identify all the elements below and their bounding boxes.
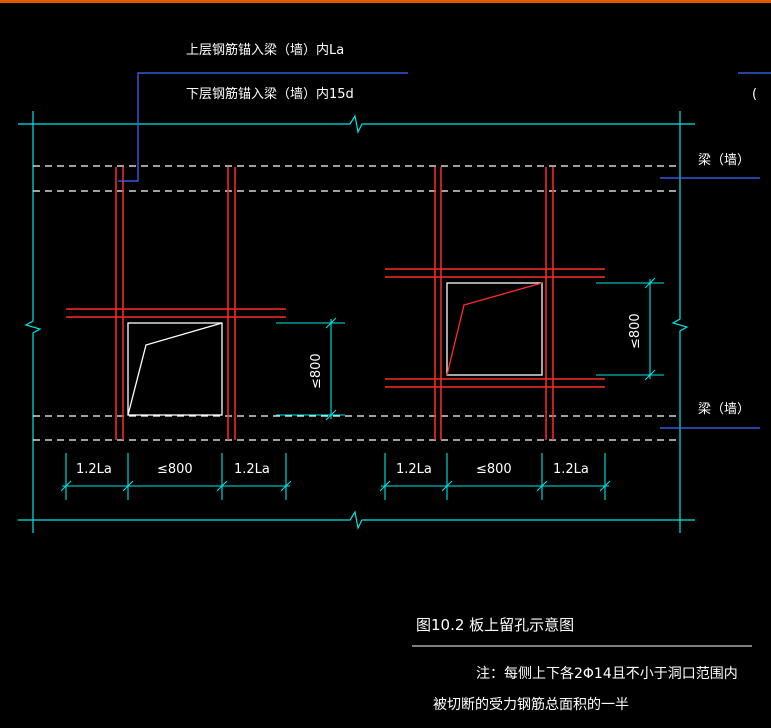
left-dim-1: 1.2La [76, 462, 112, 477]
slab-bottom-edge [18, 510, 695, 530]
vertical-dimensions [276, 277, 664, 421]
right-dim-2: ≤800 [476, 462, 512, 477]
right-vertical-dim-label: ≤800 [628, 313, 643, 349]
bottom-rebar-label: 下层钢筋锚入梁（墙）内15d [186, 86, 354, 102]
beam-top-label: 梁（墙） [698, 153, 750, 168]
slab-top-edge [18, 114, 695, 134]
beam-lines [33, 165, 680, 441]
right-dim-1: 1.2La [396, 462, 432, 477]
top-rebar-label: 上层钢筋锚入梁（墙）内La [186, 42, 344, 58]
slab-outline [18, 111, 695, 533]
horizontal-dimensions [60, 453, 611, 500]
beam-bottom-label: 梁（墙） [698, 402, 750, 417]
slab-right-edge [671, 111, 689, 533]
right-rebars [385, 167, 605, 440]
left-opening-marker [127, 322, 223, 416]
note-line-2: 被切断的受力钢筋总面积的一半 [433, 696, 629, 713]
left-vertical-dim-label: ≤800 [309, 353, 324, 389]
left-dim-3: 1.2La [234, 462, 270, 477]
right-dim-3: 1.2La [553, 462, 589, 477]
openings [127, 282, 543, 416]
figure-caption: 图10.2 板上留孔示意图 [416, 616, 574, 634]
right-edge-partial-label: ( [752, 87, 757, 102]
slab-left-edge [24, 111, 42, 533]
right-opening [446, 282, 543, 376]
left-dim-2: ≤800 [157, 462, 193, 477]
left-opening [127, 322, 223, 416]
plate-opening-diagram: 上层钢筋锚入梁（墙）内La 下层钢筋锚入梁（墙）内15d ( 梁（墙） 梁（墙）… [18, 42, 771, 713]
right-opening-marker [446, 282, 543, 376]
left-rebars [66, 167, 286, 440]
leader-lines [118, 72, 771, 429]
note-line-1: 注：每侧上下各2Φ14且不小于洞口范围内 [476, 665, 738, 682]
top-rebar-leader [118, 72, 408, 182]
